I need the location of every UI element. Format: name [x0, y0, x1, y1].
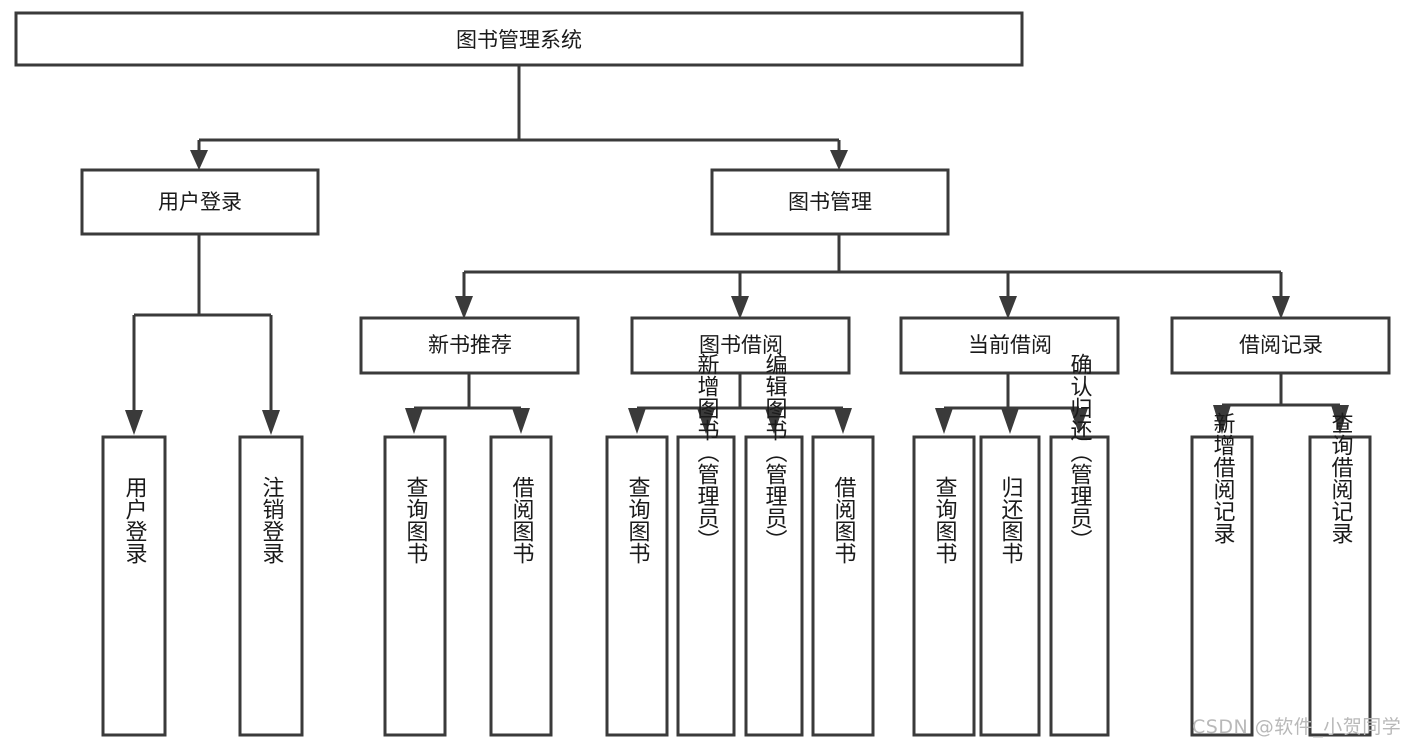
connector-newbook-to-leaves [405, 373, 530, 434]
connector-root-to-level2 [190, 66, 848, 170]
leaf-query-book-2[interactable]: 查询图书 [605, 435, 669, 737]
node-book-management-system[interactable]: 图书管理系统 [14, 11, 1024, 67]
connector-bookmanagement-to-level3 [455, 234, 1290, 319]
leaf-query-borrow-record[interactable]: 查询借阅记录 [1308, 412, 1372, 737]
connector-currentborrow-to-leaves [935, 373, 1088, 434]
leaf-query-book-3[interactable]: 查询图书 [912, 435, 976, 737]
connector-userlogin-to-leaves [125, 234, 280, 435]
leaf-label-add-borrow-record: 新增借阅记录 [1210, 412, 1236, 544]
leaf-label-query-book-2: 查询图书 [625, 476, 651, 564]
leaf-borrow-book-1[interactable]: 借阅图书 [489, 435, 553, 737]
node-user-login[interactable]: 用户登录 [80, 168, 320, 236]
node-book-management[interactable]: 图书管理 [710, 168, 950, 236]
leaf-label-query-book-3: 查询图书 [932, 476, 958, 564]
leaf-confirm-return[interactable]: 确认归还（管理员） [1049, 353, 1110, 737]
connector-borrowrecord-to-leaves [1213, 373, 1349, 434]
leaf-query-book-1[interactable]: 查询图书 [383, 435, 447, 737]
leaf-label-borrow-book-2: 借阅图书 [831, 476, 857, 564]
leaf-logout-login[interactable]: 注销登录 [238, 435, 304, 737]
leaf-user-login[interactable]: 用户登录 [101, 435, 167, 737]
leaf-label-edit-book: 编辑图书（管理员） [762, 353, 788, 551]
leaf-label-logout-login: 注销登录 [259, 476, 285, 564]
node-book-borrow[interactable]: 图书借阅 [630, 316, 851, 375]
node-borrow-record[interactable]: 借阅记录 [1170, 316, 1391, 375]
node-label-book-management: 图书管理 [788, 190, 872, 214]
node-label-current-borrow: 当前借阅 [968, 333, 1052, 357]
leaf-add-book[interactable]: 新增图书（管理员） [676, 353, 736, 737]
leaf-label-confirm-return: 确认归还（管理员） [1067, 353, 1093, 551]
leaf-label-query-borrow-record: 查询借阅记录 [1328, 412, 1354, 544]
leaf-add-borrow-record[interactable]: 新增借阅记录 [1190, 412, 1254, 737]
node-label-borrow-record: 借阅记录 [1239, 333, 1323, 357]
leaf-label-borrow-book-1: 借阅图书 [509, 476, 535, 564]
node-new-book-recommend[interactable]: 新书推荐 [359, 316, 580, 375]
leaf-label-add-book: 新增图书（管理员） [694, 353, 720, 551]
csdn-watermark: CSDN @软件_小贺同学 [1192, 716, 1402, 738]
node-label-new-book-recommend: 新书推荐 [428, 333, 512, 357]
connector-bookborrow-to-leaves [628, 373, 852, 434]
leaf-edit-book[interactable]: 编辑图书（管理员） [744, 353, 804, 737]
leaf-borrow-book-2[interactable]: 借阅图书 [811, 435, 875, 737]
node-label-book-borrow: 图书借阅 [699, 333, 783, 357]
node-label-root: 图书管理系统 [456, 28, 582, 52]
leaf-label-user-login: 用户登录 [122, 476, 148, 564]
leaf-label-query-book-1: 查询图书 [403, 476, 429, 564]
node-label-user-login: 用户登录 [158, 190, 242, 214]
node-current-borrow[interactable]: 当前借阅 [899, 316, 1120, 375]
leaf-label-return-book: 归还图书 [998, 476, 1024, 564]
leaf-return-book[interactable]: 归还图书 [979, 435, 1041, 737]
